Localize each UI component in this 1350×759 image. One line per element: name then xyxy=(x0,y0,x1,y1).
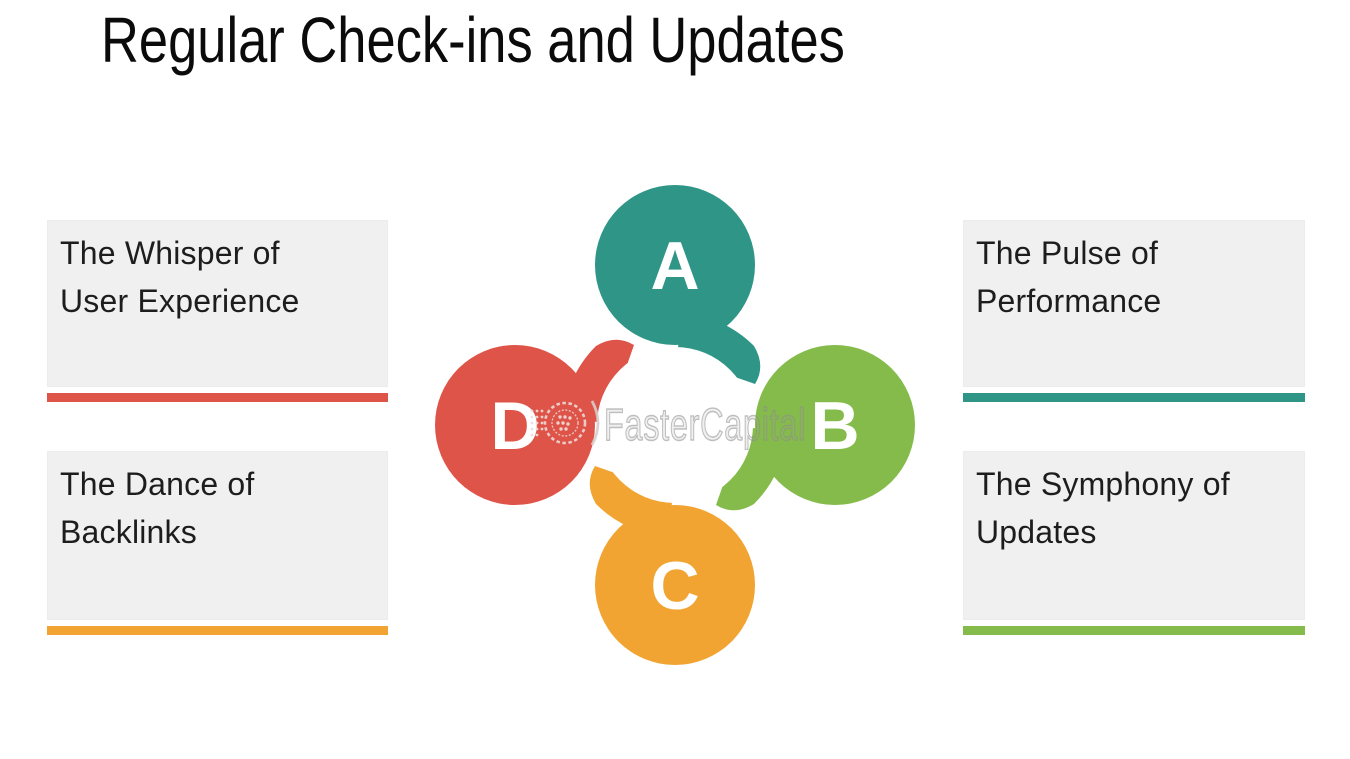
card-top-right-box: The Pulse of Performance xyxy=(963,220,1305,387)
card-text-line: User Experience xyxy=(60,283,300,319)
card-bottom-right-box: The Symphony of Updates xyxy=(963,451,1305,620)
node-b-label: B xyxy=(810,388,859,464)
card-top-left: The Whisper of User Experience xyxy=(47,220,388,402)
card-text-line: Updates xyxy=(976,514,1097,550)
card-top-left-box: The Whisper of User Experience xyxy=(47,220,388,387)
card-bottom-left: The Dance of Backlinks xyxy=(47,451,388,635)
node-a-circle xyxy=(595,185,755,345)
slide-title: Regular Check-ins and Updates xyxy=(101,4,845,76)
card-top-right: The Pulse of Performance xyxy=(963,220,1305,402)
accent-bar xyxy=(47,626,388,635)
center-circle xyxy=(597,347,753,503)
node-d-circle xyxy=(435,345,595,505)
accent-bar xyxy=(963,393,1305,402)
accent-bar xyxy=(963,626,1305,635)
node-c-label: C xyxy=(650,548,699,624)
card-text-line: The Dance of xyxy=(60,466,255,502)
node-d-label: D xyxy=(490,388,539,464)
node-b-circle xyxy=(755,345,915,505)
card-text-line: The Symphony of xyxy=(976,466,1230,502)
node-c-circle xyxy=(595,505,755,665)
card-bottom-right: The Symphony of Updates xyxy=(963,451,1305,635)
accent-bar xyxy=(47,393,388,402)
card-text-line: The Whisper of xyxy=(60,235,280,271)
card-text-line: Performance xyxy=(976,283,1162,319)
node-a-label: A xyxy=(650,228,699,304)
card-text-line: The Pulse of xyxy=(976,235,1159,271)
card-bottom-left-box: The Dance of Backlinks xyxy=(47,451,388,620)
card-text-line: Backlinks xyxy=(60,514,197,550)
